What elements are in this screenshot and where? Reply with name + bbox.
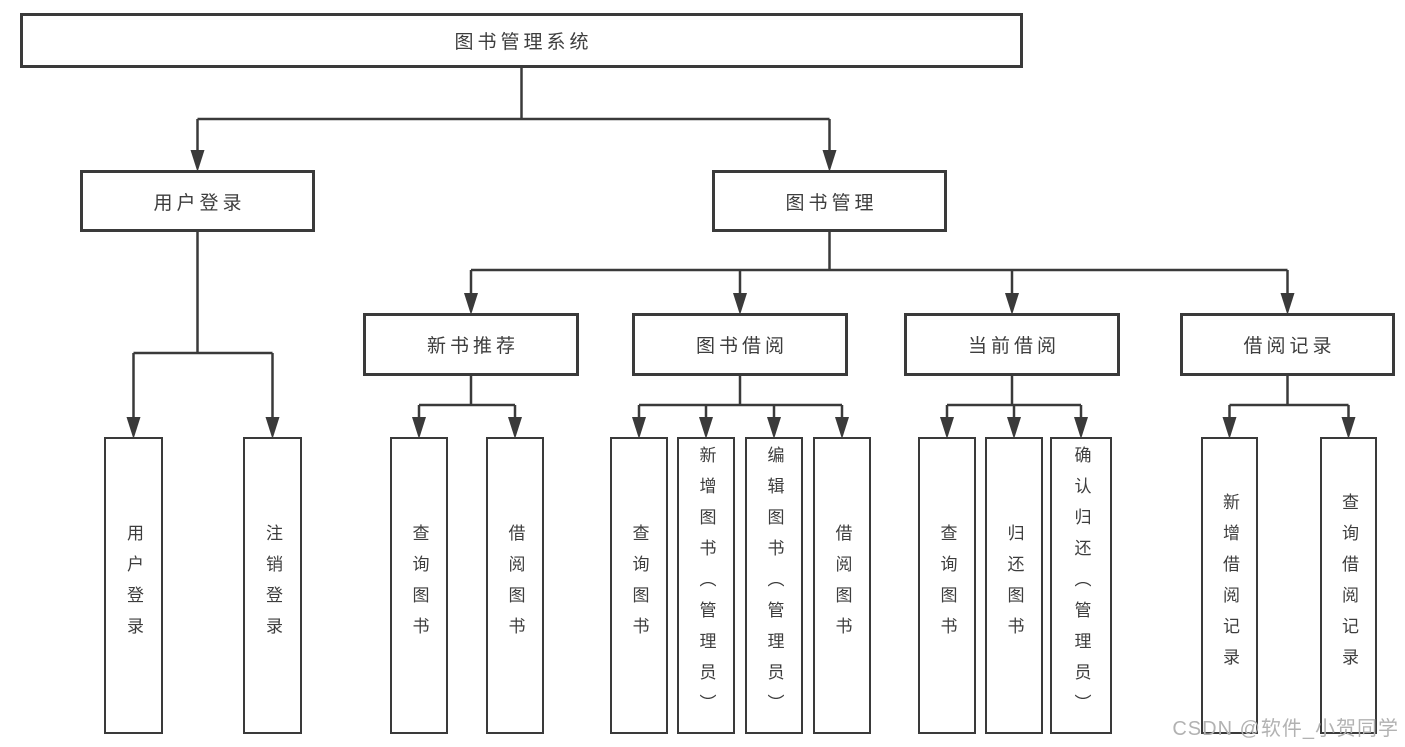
node-leaf-query-borrow-record: 查询借阅记录 (1320, 437, 1377, 734)
node-leaf-confirm-return: 确认归还（管理员） (1050, 437, 1112, 734)
node-label-leaf-borrow-book-2: 借阅图书 (832, 523, 852, 648)
node-label-book-mgmt: 图书管理 (785, 192, 878, 214)
node-leaf-borrow-book-2: 借阅图书 (813, 437, 871, 734)
node-leaf-query-book-2: 查询图书 (610, 437, 668, 734)
node-leaf-edit-book: 编辑图书（管理员） (745, 437, 803, 734)
node-label-leaf-query-borrow-record: 查询借阅记录 (1339, 492, 1358, 679)
node-label-leaf-add-borrow-record: 新增借阅记录 (1220, 492, 1239, 679)
node-leaf-return-book: 归还图书 (985, 437, 1043, 734)
node-current-borrow: 当前借阅 (904, 313, 1120, 376)
node-label-leaf-query-book-3: 查询图书 (937, 523, 957, 648)
node-label-current-borrow: 当前借阅 (967, 336, 1060, 357)
node-label-leaf-return-book: 归还图书 (1004, 523, 1024, 648)
node-label-borrow-records: 借阅记录 (1243, 336, 1336, 357)
node-label-leaf-user-login: 用户登录 (124, 523, 143, 648)
node-label-root: 图书管理系统 (454, 32, 593, 53)
node-root: 图书管理系统 (20, 13, 1023, 68)
node-label-new-book-rec: 新书推荐 (426, 336, 519, 357)
node-borrow-records: 借阅记录 (1180, 313, 1395, 376)
node-label-leaf-logout: 注销登录 (263, 523, 282, 648)
watermark-text: CSDN @软件_小贺同学 (1172, 718, 1399, 740)
node-book-mgmt: 图书管理 (712, 170, 947, 232)
node-label-book-borrow: 图书借阅 (695, 336, 788, 357)
node-leaf-logout: 注销登录 (243, 437, 302, 734)
node-label-leaf-borrow-book-1: 借阅图书 (505, 523, 525, 648)
node-label-leaf-edit-book: 编辑图书（管理员） (764, 446, 784, 725)
node-leaf-add-book: 新增图书（管理员） (677, 437, 735, 734)
node-label-leaf-query-book-2: 查询图书 (629, 523, 649, 648)
node-user-login: 用户登录 (80, 170, 315, 232)
node-label-leaf-query-book-1: 查询图书 (409, 523, 429, 648)
node-book-borrow: 图书借阅 (632, 313, 848, 376)
node-leaf-add-borrow-record: 新增借阅记录 (1201, 437, 1258, 734)
node-leaf-borrow-book-1: 借阅图书 (486, 437, 544, 734)
node-leaf-query-book-3: 查询图书 (918, 437, 976, 734)
node-leaf-user-login: 用户登录 (104, 437, 163, 734)
node-label-user-login: 用户登录 (153, 192, 246, 214)
node-label-leaf-add-book: 新增图书（管理员） (696, 446, 716, 725)
node-label-leaf-confirm-return: 确认归还（管理员） (1071, 446, 1091, 725)
node-new-book-rec: 新书推荐 (363, 313, 579, 376)
node-leaf-query-book-1: 查询图书 (390, 437, 448, 734)
